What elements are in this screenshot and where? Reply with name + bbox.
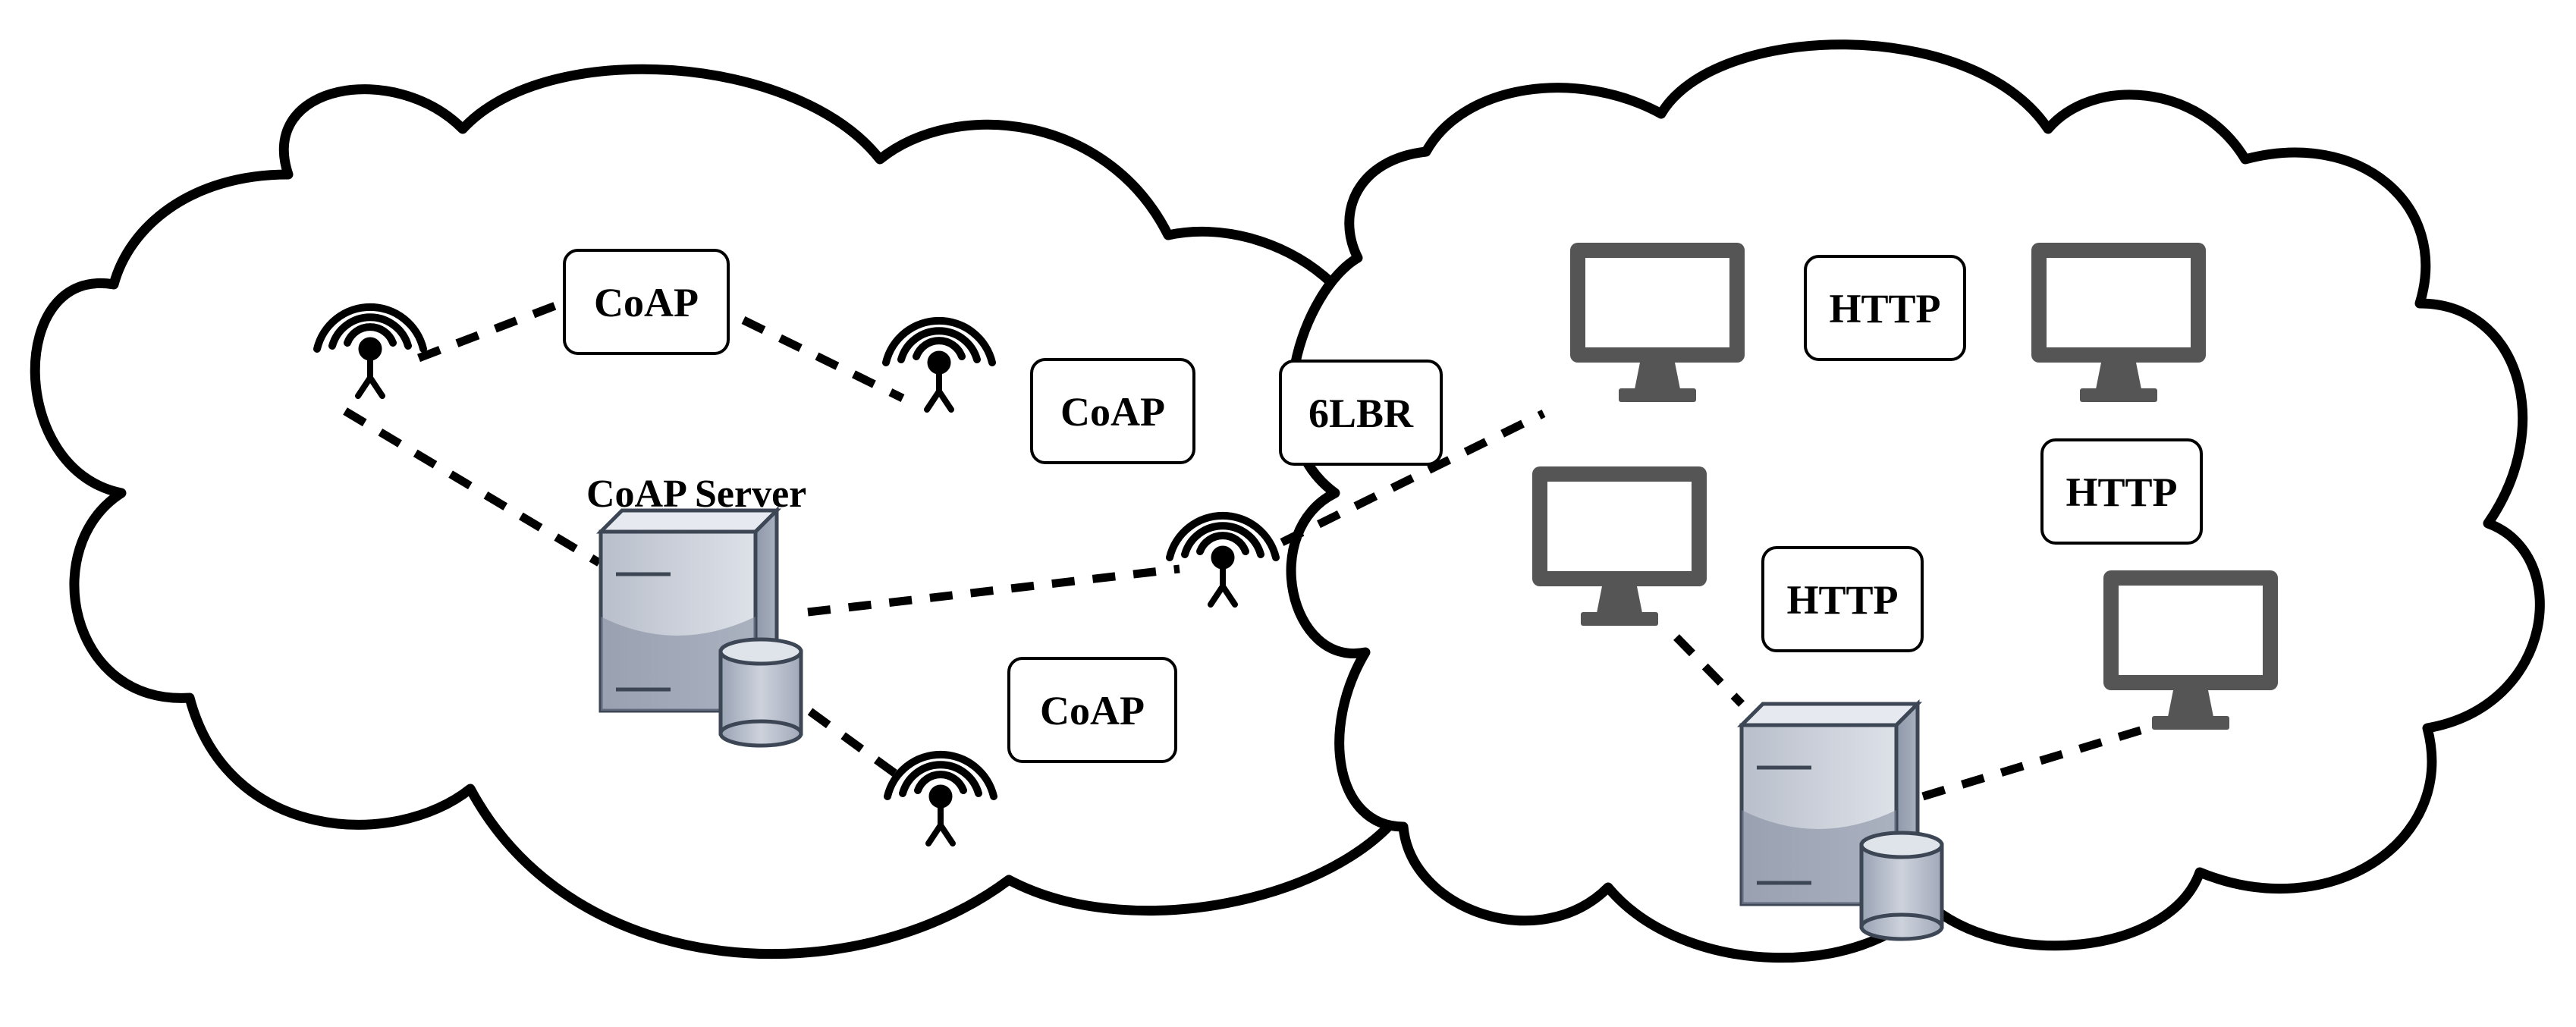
label-http-right: HTTP <box>2040 438 2203 545</box>
svg-text:CoAP: CoAP <box>594 280 699 325</box>
link-sensor1-server <box>343 407 602 567</box>
link-border-sensor-right-cloud <box>1280 410 1546 546</box>
label-coap-server: CoAP Server <box>586 473 806 516</box>
link-coap-label-sensor2 <box>741 316 905 402</box>
server-icon-http <box>1742 704 1942 939</box>
label-http-top: HTTP <box>1804 255 1966 361</box>
label-http-center: HTTP <box>1761 546 1924 652</box>
svg-text:CoAP: CoAP <box>1040 688 1145 733</box>
label-coap-top: CoAP <box>563 249 730 355</box>
link-server-border-sensor <box>807 564 1180 617</box>
svg-text:HTTP: HTTP <box>1829 286 1940 331</box>
network-links <box>343 299 2154 801</box>
label-coap-middle: CoAP <box>1030 358 1195 464</box>
link-server-sensor3 <box>807 708 906 783</box>
svg-text:6LBR: 6LBR <box>1308 391 1414 436</box>
svg-text:CoAP: CoAP <box>1060 389 1165 435</box>
svg-text:HTTP: HTTP <box>1786 577 1898 623</box>
label-6lbr: 6LBR <box>1279 360 1443 466</box>
server-icon-coap <box>601 510 801 746</box>
label-coap-bottom: CoAP <box>1007 657 1177 763</box>
link-monitor-http-server <box>1673 634 1745 707</box>
link-sensor1-coap-label <box>417 299 563 363</box>
svg-text:HTTP: HTTP <box>2066 470 2177 515</box>
